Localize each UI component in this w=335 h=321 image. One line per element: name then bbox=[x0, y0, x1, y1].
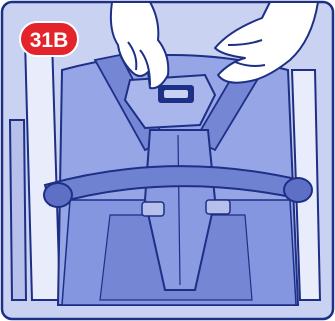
step-badge: 31B bbox=[20, 22, 78, 56]
harness-buckle bbox=[125, 75, 215, 128]
step-label: 31B bbox=[30, 29, 69, 52]
